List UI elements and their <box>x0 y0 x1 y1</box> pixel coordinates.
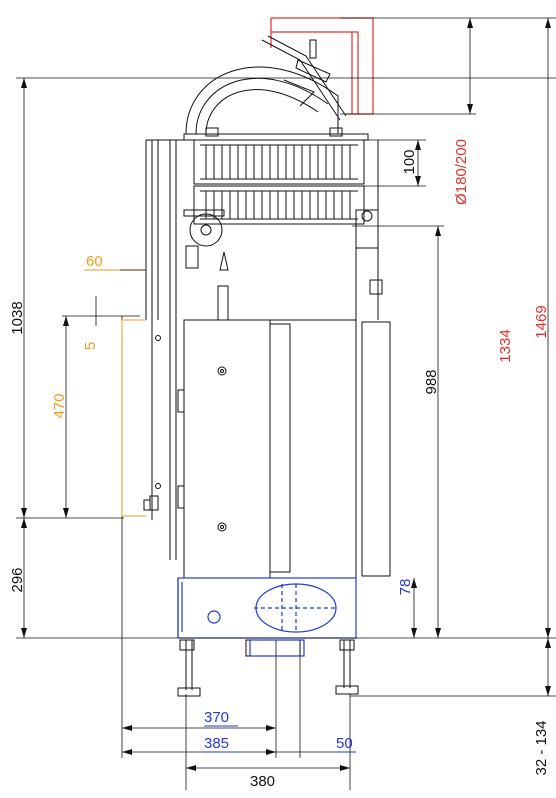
dim-988: 988 <box>423 369 440 394</box>
dim-1469: 1469 <box>533 305 550 338</box>
dim-385: 385 <box>204 735 229 752</box>
dim-380: 380 <box>250 773 275 790</box>
dim-50: 50 <box>336 735 353 752</box>
dim-370: 370 <box>204 709 229 726</box>
dim-32-134: 32 - 134 <box>533 720 550 775</box>
dim-78: 78 <box>397 579 414 596</box>
label-underlines <box>204 725 356 753</box>
dimension-lines-black <box>16 17 556 790</box>
dim-5: 5 <box>82 342 99 350</box>
small-dim-lines <box>95 269 146 326</box>
dimension-arrows <box>21 18 551 771</box>
dim-1038: 1038 <box>9 301 26 334</box>
dim-100: 100 <box>401 149 418 174</box>
dim-flue-diameter: Ø180/200 <box>453 139 470 205</box>
dim-1334: 1334 <box>497 329 514 362</box>
fireplace-body <box>143 35 391 697</box>
dim-470: 470 <box>51 393 68 418</box>
dim-296: 296 <box>9 567 26 592</box>
dimension-lines-orange <box>84 269 146 517</box>
air-intake <box>177 577 357 657</box>
dim-60: 60 <box>86 253 103 270</box>
